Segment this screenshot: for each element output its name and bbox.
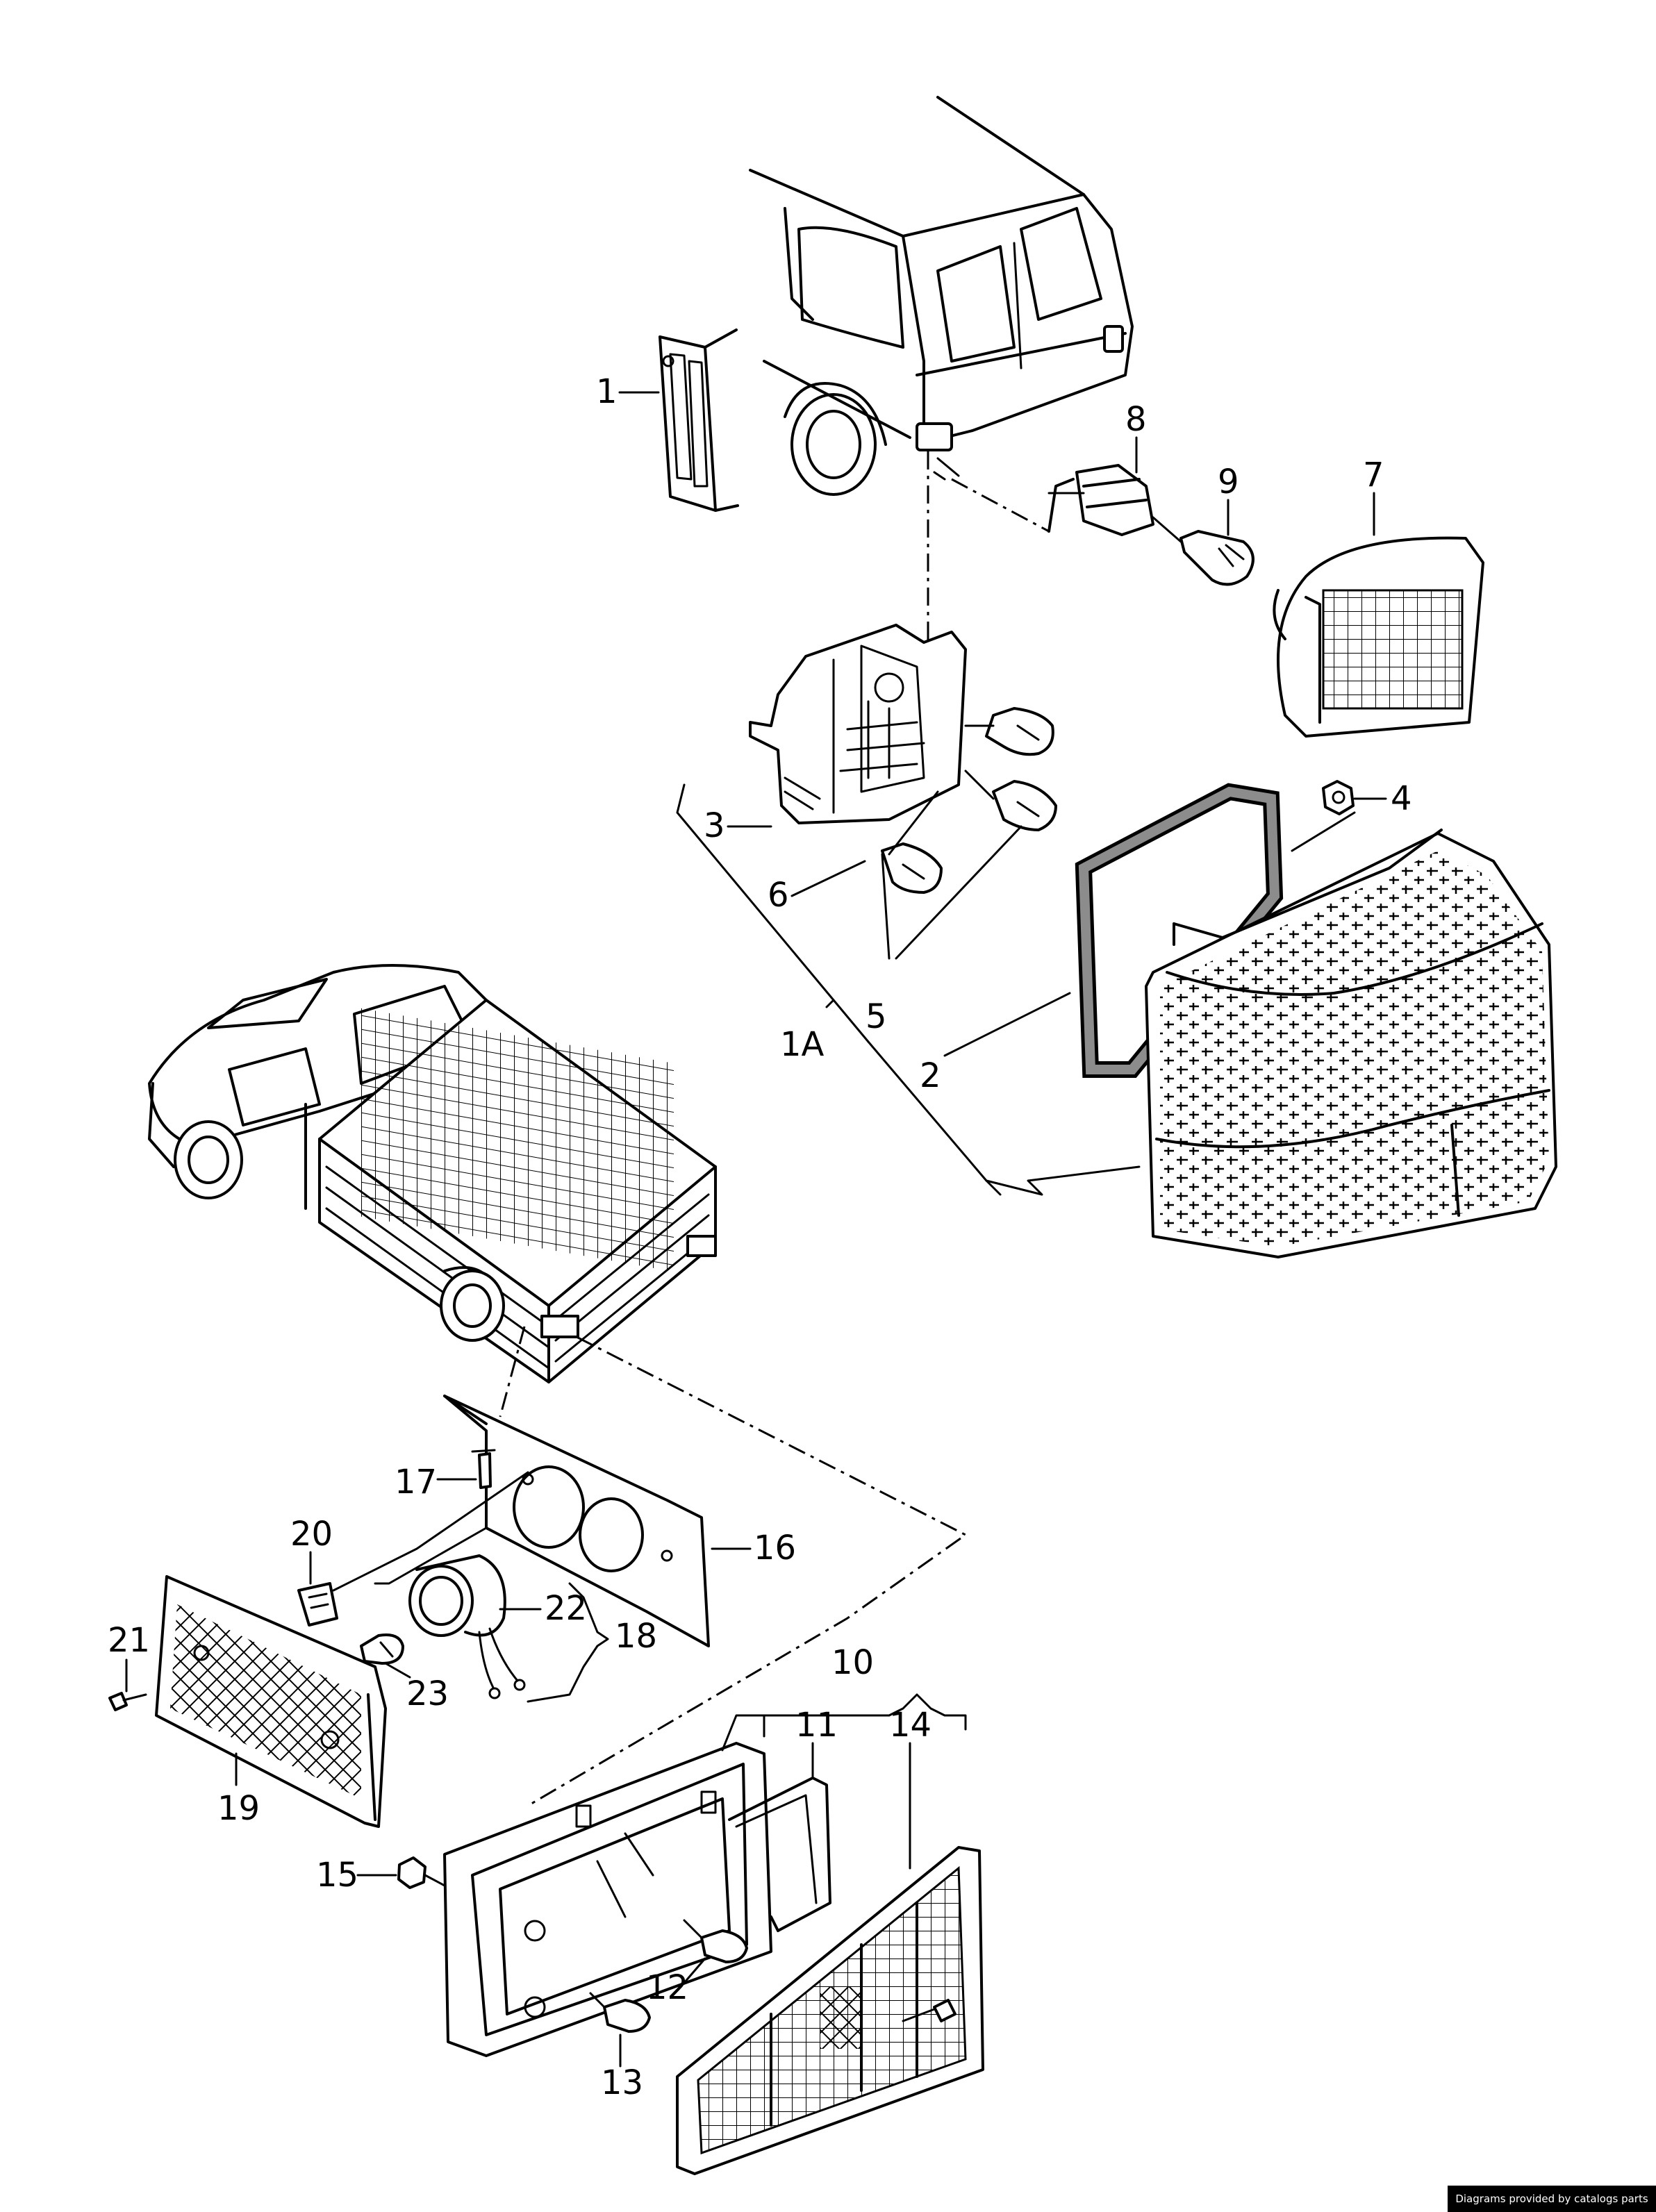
part-4-nut <box>1322 780 1355 815</box>
callout-4: 4 <box>1391 779 1412 818</box>
part-8-socket <box>1048 464 1154 536</box>
van-rear-illustration <box>749 96 1134 496</box>
callout-19: 19 <box>217 1789 260 1828</box>
leader-lines-upper <box>676 492 1356 1196</box>
part-2-gasket <box>1075 783 1284 1078</box>
callout-20: 20 <box>290 1515 333 1554</box>
part-12-bulb <box>683 1919 748 1963</box>
leader-van-to-socket <box>951 478 1050 533</box>
callout-17: 17 <box>395 1463 437 1502</box>
pickup-truck-illustration <box>148 964 717 1383</box>
callout-labels: 1 8 9 7 4 3 6 5 1A 2 17 20 16 22 18 21 2… <box>108 372 1412 2102</box>
callout-15: 15 <box>316 1856 358 1895</box>
callout-21: 21 <box>108 1621 150 1660</box>
part-9-bulb <box>1152 516 1255 586</box>
callout-6: 6 <box>768 876 789 915</box>
leader-truck-to-lamp <box>527 1336 968 1807</box>
part-7-indicator-lamp <box>1273 536 1484 738</box>
leader-truck-to-bracket <box>499 1326 526 1417</box>
part-17-screw <box>471 1449 496 1489</box>
callout-12: 12 <box>646 1968 688 2007</box>
part-23-bulb <box>360 1633 404 1665</box>
part-21-screw <box>108 1692 147 1711</box>
callout-23: 23 <box>406 1674 449 1713</box>
callout-5: 5 <box>866 997 887 1036</box>
callout-22: 22 <box>545 1589 587 1628</box>
leader-lines-lower <box>332 1471 967 1752</box>
callout-13: 13 <box>601 2063 643 2102</box>
part-1-decal <box>659 329 739 512</box>
callout-7: 7 <box>1363 456 1384 494</box>
part-16-bracket <box>443 1395 710 1647</box>
callout-1a: 1A <box>780 1025 825 1064</box>
part-13-bulb <box>589 1992 651 2033</box>
callout-2: 2 <box>920 1056 941 1095</box>
callout-10: 10 <box>831 1643 874 1682</box>
footer-credit: Diagrams provided by catalogs parts <box>1448 2186 1656 2212</box>
part-20-clip <box>297 1582 338 1627</box>
callout-14: 14 <box>889 1706 932 1745</box>
callout-11: 11 <box>795 1706 838 1745</box>
callout-9: 9 <box>1218 463 1239 501</box>
part-5-bulbs <box>881 707 1057 894</box>
callout-3: 3 <box>704 806 725 845</box>
callout-8: 8 <box>1125 400 1147 439</box>
part-1a-tail-light <box>1145 829 1557 1258</box>
callout-1: 1 <box>596 372 618 411</box>
part-11-gasket <box>728 1777 831 1932</box>
part-22-lamp-socket <box>408 1554 526 1699</box>
part-15-nut <box>397 1856 446 1889</box>
callout-18: 18 <box>615 1617 657 1656</box>
part-3-bulb-holder <box>749 624 967 824</box>
part-14-tail-light-lens <box>676 1846 984 2175</box>
part-19-marker-lens <box>155 1575 387 1828</box>
callout-16: 16 <box>754 1529 796 1567</box>
